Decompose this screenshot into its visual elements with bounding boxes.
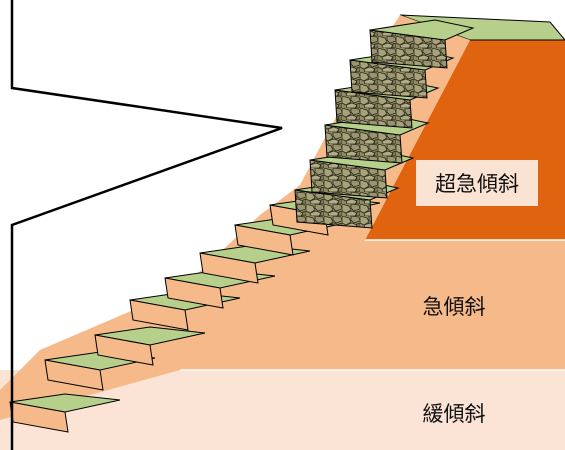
super-steep-label-bg <box>416 160 538 206</box>
terrace-riser <box>199 252 259 284</box>
terrace-steps <box>0 15 475 450</box>
terrace-riser <box>44 359 104 391</box>
terrace-riser <box>94 334 154 366</box>
callout-bracket <box>10 0 283 450</box>
terrace-top <box>369 19 475 41</box>
terrace-riser <box>234 224 294 256</box>
steep-slope-zone <box>0 240 565 420</box>
terrace-riser <box>164 277 224 309</box>
gentle-slope-base <box>0 370 565 450</box>
gentle-label: 緩傾斜 <box>423 402 486 426</box>
steep-label: 急傾斜 <box>423 295 486 319</box>
super-steep-label: 超急傾斜 <box>435 172 519 196</box>
terrace-riser <box>129 299 189 331</box>
